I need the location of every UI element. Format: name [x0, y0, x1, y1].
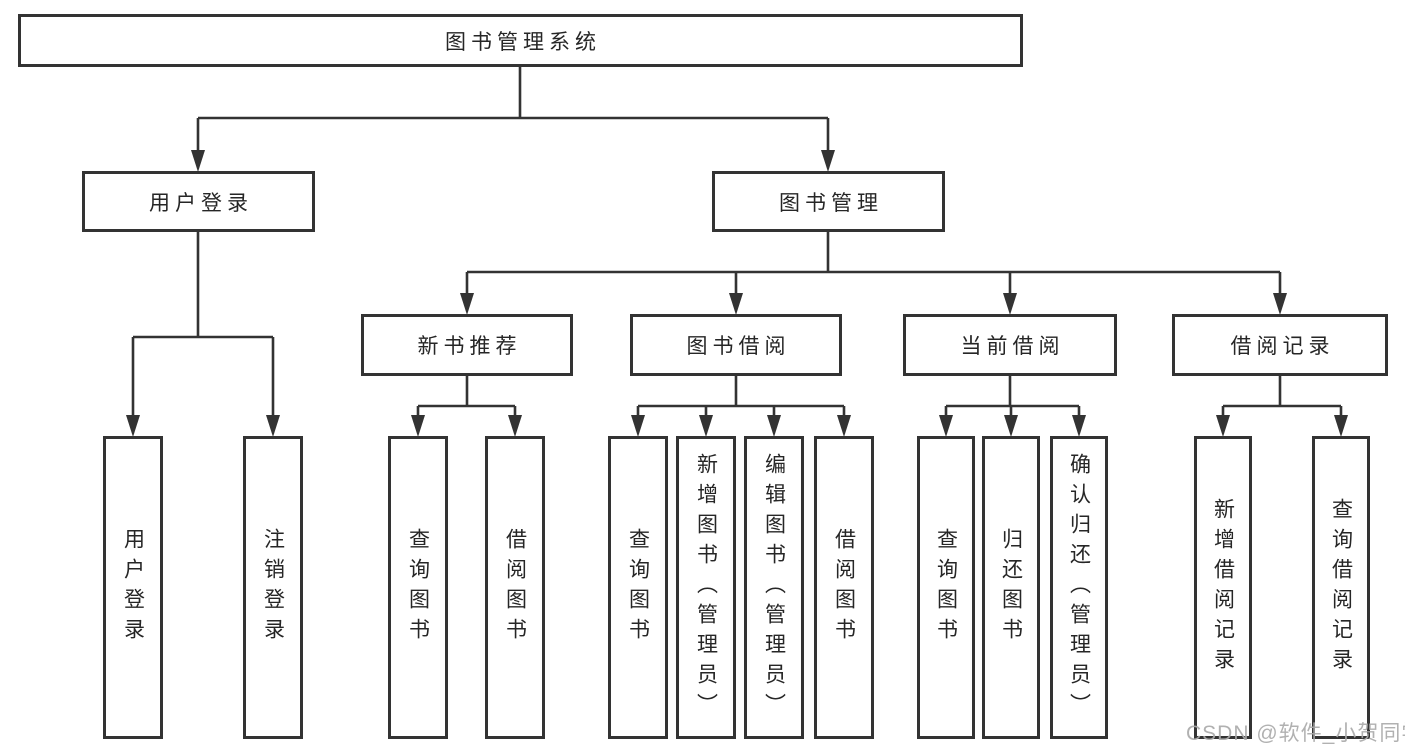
node-label: 用户登录 [149, 191, 253, 215]
node-label: 编辑图书（管理员） [762, 452, 786, 723]
leaf-query-books-recommend: 查询图书 [388, 436, 448, 739]
leaf-borrow-books-recommend: 借阅图书 [485, 436, 545, 739]
leaf-borrow-books: 借阅图书 [814, 436, 874, 739]
connector-user-login-to-leaves [131, 232, 275, 430]
node-label: 借阅记录 [1230, 335, 1335, 358]
connector-book-mgmt-to-level3 [465, 232, 1282, 308]
node-label: 新增借阅记录 [1211, 497, 1235, 678]
leaf-return-books: 归还图书 [982, 436, 1040, 739]
node-label: 新增图书（管理员） [694, 452, 718, 723]
node-label: 图书借阅 [686, 335, 791, 358]
node-book-borrowing: 图书借阅 [630, 314, 842, 376]
connector-root-to-level2 [196, 67, 830, 164]
leaf-query-borrow-record: 查询借阅记录 [1312, 436, 1370, 739]
node-label: 确认归还（管理员） [1067, 452, 1091, 723]
leaf-query-books-current: 查询图书 [917, 436, 975, 739]
leaf-user-login: 用户登录 [103, 436, 163, 739]
node-label: 查询图书 [406, 527, 430, 648]
node-label: 查询图书 [934, 527, 958, 648]
node-label: 查询图书 [626, 527, 650, 648]
leaf-edit-books-admin: 编辑图书（管理员） [744, 436, 804, 739]
node-book-management: 图书管理 [712, 171, 945, 232]
node-label: 借阅图书 [832, 527, 856, 648]
node-label: 查询借阅记录 [1329, 497, 1353, 678]
node-label: 用户登录 [121, 527, 145, 648]
node-label: 归还图书 [999, 527, 1023, 648]
leaf-confirm-return-admin: 确认归还（管理员） [1050, 436, 1108, 739]
node-current-borrowing: 当前借阅 [903, 314, 1117, 376]
connector-new-book-rec-to-leaves [416, 376, 517, 430]
leaf-logout: 注销登录 [243, 436, 303, 739]
connector-book-borrow-to-leaves [636, 376, 846, 430]
leaf-query-books-borrowing: 查询图书 [608, 436, 668, 739]
node-label: 当前借阅 [960, 335, 1065, 358]
leaf-add-borrow-record: 新增借阅记录 [1194, 436, 1252, 739]
node-label: 注销登录 [261, 527, 285, 648]
node-borrowing-records: 借阅记录 [1172, 314, 1388, 376]
node-user-login-branch: 用户登录 [82, 171, 315, 232]
node-library-management-system: 图书管理系统 [18, 14, 1023, 67]
leaf-add-books-admin: 新增图书（管理员） [676, 436, 736, 739]
node-label: 图书管理 [779, 191, 883, 215]
connector-borrow-records-to-leaves [1221, 376, 1343, 430]
node-label: 图书管理系统 [445, 30, 601, 54]
node-new-book-recommend: 新书推荐 [361, 314, 573, 376]
node-label: 新书推荐 [417, 335, 522, 358]
node-label: 借阅图书 [503, 527, 527, 648]
csdn-watermark: CSDN @软件_小贺同学 [1186, 722, 1405, 745]
